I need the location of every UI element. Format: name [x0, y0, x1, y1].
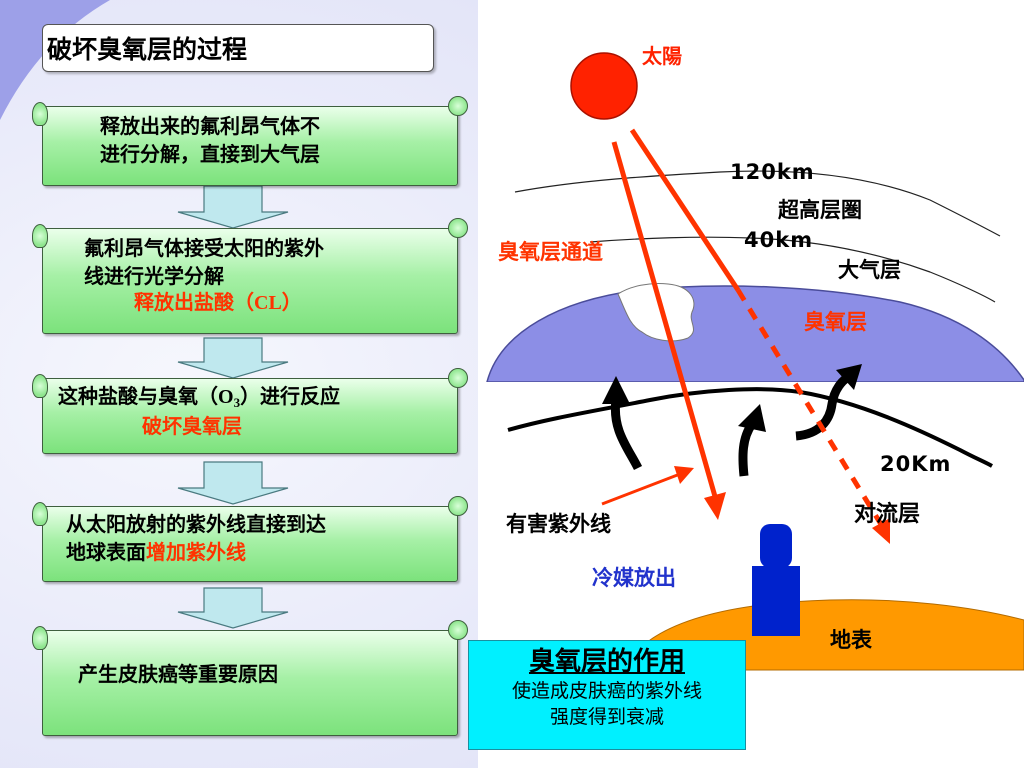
step-line: 进行分解，直接到大气层 — [100, 140, 454, 168]
building — [752, 566, 800, 636]
scroll-curl-icon — [448, 620, 468, 640]
step-line: 这种盐酸与臭氧（O3）进行反应 — [58, 382, 454, 412]
step-card-2: 氟利昂气体接受太阳的紫外 线进行光学分解 释放出盐酸（CL） — [32, 218, 468, 334]
step-line: 从太阳放射的紫外线直接到达 — [66, 510, 454, 538]
scroll-curl-icon — [32, 224, 48, 248]
label-ozone-layer: 臭氧层 — [804, 306, 867, 336]
step-line: 产生皮肤癌等重要原因 — [78, 660, 454, 688]
label-troposphere: 对流层 — [854, 496, 920, 528]
sun-label: 太陽 — [642, 40, 682, 69]
label-atmosphere: 大气层 — [838, 254, 901, 284]
step-text-5: 产生皮肤癌等重要原因 — [78, 660, 454, 688]
scroll-curl-icon — [32, 502, 48, 526]
step-card-4: 从太阳放射的紫外线直接到达 地球表面增加紫外线 — [32, 496, 468, 582]
sun — [571, 53, 637, 119]
page-title: 破坏臭氧层的过程 — [42, 24, 434, 72]
step-card-5: 产生皮肤癌等重要原因 — [32, 620, 468, 736]
label-20km: 20Km — [880, 452, 951, 476]
scroll-curl-icon — [32, 374, 48, 398]
step-line-red: 破坏臭氧层 — [58, 412, 454, 440]
step-line: 氟利昂气体接受太阳的紫外 — [84, 234, 454, 262]
step-card-1: 释放出来的氟利昂气体不 进行分解，直接到大气层 — [32, 96, 468, 186]
label-thermosphere: 超高层圏 — [778, 194, 862, 224]
label-ozone-tunnel: 臭氧层通道 — [498, 236, 603, 266]
step-text-4: 从太阳放射的紫外线直接到达 地球表面增加紫外线 — [66, 510, 454, 567]
label-harmful-uv: 有害紫外线 — [506, 508, 611, 538]
step-line: 释放出来的氟利昂气体不 — [100, 112, 454, 140]
step-text-3: 这种盐酸与臭氧（O3）进行反应 破坏臭氧层 — [58, 382, 454, 441]
label-surface: 地表 — [830, 624, 872, 654]
step-line: 线进行光学分解 — [84, 262, 454, 290]
step-card-3: 这种盐酸与臭氧（O3）进行反应 破坏臭氧层 — [32, 368, 468, 454]
step-line-red: 释放出盐酸（CL） — [84, 291, 454, 314]
info-line: 使造成皮肤癌的紫外线 — [469, 678, 745, 704]
step-line: 地球表面增加紫外线 — [66, 538, 454, 566]
label-40km: 40km — [744, 228, 813, 252]
ozone-function-box: 臭氧层的作用 使造成皮肤癌的紫外线 强度得到衰减 — [468, 640, 746, 750]
info-title: 臭氧层的作用 — [469, 647, 745, 678]
page-title-text: 破坏臭氧层的过程 — [47, 30, 247, 66]
step-text-2: 氟利昂气体接受太阳的紫外 线进行光学分解 释放出盐酸（CL） — [84, 234, 454, 314]
scroll-curl-icon — [32, 626, 48, 650]
label-120km: 120km — [730, 160, 815, 184]
label-refrigerant: 冷媒放出 — [592, 562, 676, 592]
info-line: 强度得到衰减 — [469, 704, 745, 730]
scroll-curl-icon — [32, 102, 48, 126]
step-text-1: 释放出来的氟利昂气体不 进行分解，直接到大气层 — [100, 112, 454, 169]
